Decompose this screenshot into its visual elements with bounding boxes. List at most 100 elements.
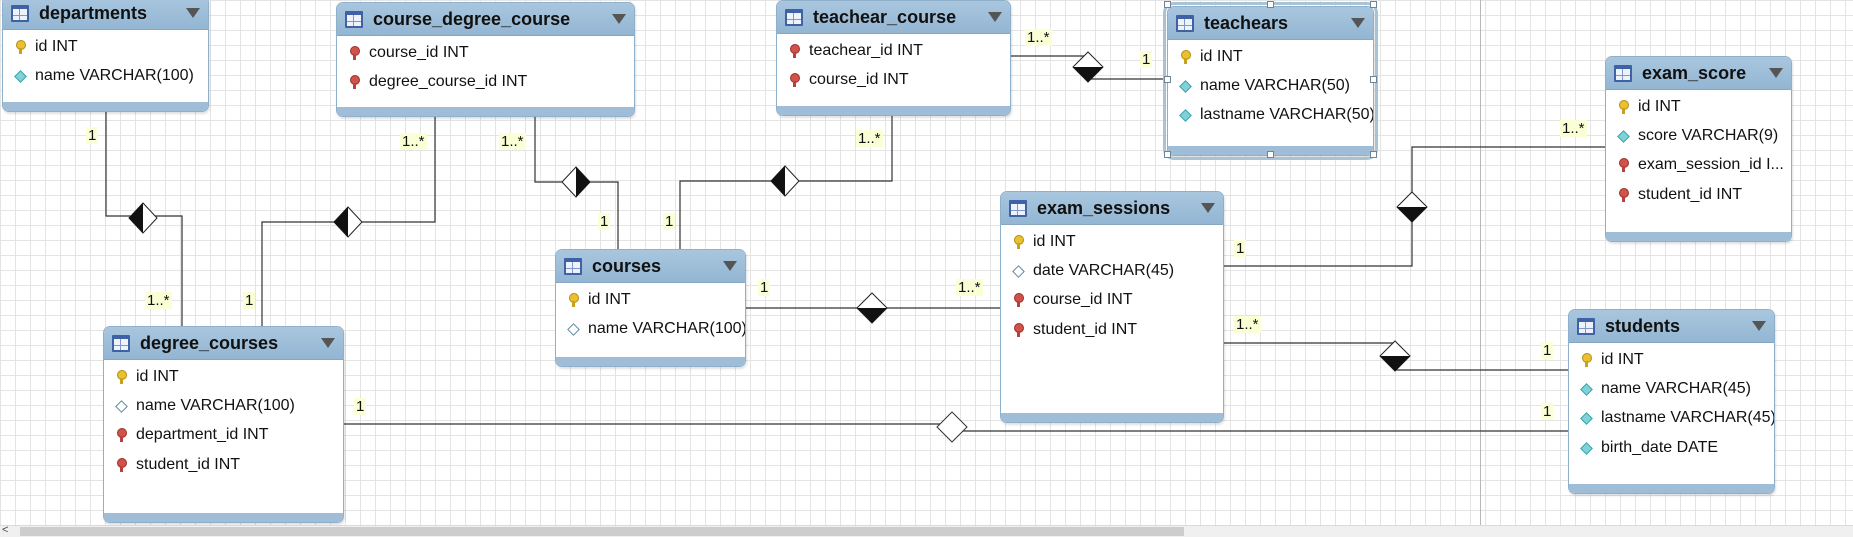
column-row[interactable]: degree_course_id INT	[337, 67, 634, 96]
column-icon	[1178, 79, 1192, 93]
primary-key-icon	[566, 292, 580, 307]
resize-handle[interactable]	[1370, 151, 1377, 158]
collapse-arrow-icon[interactable]	[988, 12, 1002, 22]
table-header[interactable]: course_degree_course	[337, 3, 634, 36]
column-row[interactable]: id INT	[1001, 227, 1223, 256]
resize-handle[interactable]	[1370, 76, 1377, 83]
column-row[interactable]: name VARCHAR(100)	[104, 391, 343, 420]
table-footer	[104, 513, 343, 522]
table-title: teachear_course	[813, 6, 957, 27]
collapse-arrow-icon[interactable]	[723, 261, 737, 271]
table-degree-courses[interactable]: degree_courses id INT name VARCHAR(100) …	[103, 326, 344, 523]
column-row[interactable]: id INT	[1168, 42, 1373, 71]
column-name: exam_session_id I...	[1638, 156, 1784, 174]
column-name: degree_course_id INT	[369, 73, 528, 91]
column-row[interactable]: date VARCHAR(45)	[1001, 256, 1223, 285]
table-icon	[11, 4, 29, 22]
table-footer	[3, 102, 208, 111]
table-header[interactable]: teachear_course	[777, 1, 1010, 34]
column-row[interactable]: teachear_id INT	[777, 36, 1010, 65]
table-header[interactable]: departments	[3, 0, 208, 30]
table-header[interactable]: teachears	[1168, 7, 1373, 40]
column-row[interactable]: score VARCHAR(9)	[1606, 121, 1791, 150]
table-title: degree_courses	[140, 332, 279, 353]
column-name: course_id INT	[809, 71, 909, 89]
resize-handle[interactable]	[1164, 1, 1171, 8]
column-row[interactable]: id INT	[3, 32, 208, 61]
cardinality-label: 1	[1541, 403, 1554, 420]
diamond-teachear-course-teachears	[1072, 51, 1104, 83]
table-footer	[1168, 146, 1373, 155]
resize-handle[interactable]	[1164, 151, 1171, 158]
column-row[interactable]: exam_session_id I...	[1606, 151, 1791, 180]
column-name: id INT	[1638, 97, 1681, 115]
scrollbar-thumb[interactable]	[20, 527, 1184, 536]
collapse-arrow-icon[interactable]	[612, 14, 626, 24]
table-title: exam_sessions	[1037, 197, 1171, 218]
table-header[interactable]: courses	[556, 250, 745, 283]
foreign-key-icon	[114, 457, 128, 472]
column-row[interactable]: id INT	[556, 285, 745, 314]
collapse-arrow-icon[interactable]	[1201, 203, 1215, 213]
table-header[interactable]: exam_sessions	[1001, 192, 1223, 225]
resize-handle[interactable]	[1267, 151, 1274, 158]
collapse-arrow-icon[interactable]	[186, 8, 200, 18]
cardinality-label: 1..*	[499, 133, 526, 150]
column-row[interactable]: id INT	[104, 362, 343, 391]
column-row[interactable]: lastname VARCHAR(50)	[1168, 101, 1373, 130]
column-row[interactable]: name VARCHAR(100)	[556, 314, 745, 343]
column-icon	[1579, 441, 1593, 455]
column-row[interactable]: id INT	[1569, 345, 1774, 374]
column-row[interactable]: birth_date DATE	[1569, 433, 1774, 462]
table-students[interactable]: students id INT name VARCHAR(45) lastnam…	[1568, 309, 1775, 494]
column-row[interactable]: student_id INT	[1606, 180, 1791, 209]
column-name: id INT	[1601, 350, 1644, 368]
column-row[interactable]: department_id INT	[104, 421, 343, 450]
collapse-arrow-icon[interactable]	[1752, 321, 1766, 331]
diamond-exam-sessions-students	[1379, 340, 1411, 372]
column-icon	[1579, 411, 1593, 425]
column-row[interactable]: course_id INT	[1001, 286, 1223, 315]
table-exam-sessions[interactable]: exam_sessions id INT date VARCHAR(45) co…	[1000, 191, 1224, 423]
column-row[interactable]: course_id INT	[337, 38, 634, 67]
column-row[interactable]: lastname VARCHAR(45)	[1569, 404, 1774, 433]
collapse-arrow-icon[interactable]	[1769, 68, 1783, 78]
table-course-degree-course[interactable]: course_degree_course course_id INT degre…	[336, 2, 635, 117]
scroll-left-arrow-icon[interactable]: <	[2, 524, 9, 536]
column-row[interactable]: name VARCHAR(50)	[1168, 71, 1373, 100]
table-header[interactable]: degree_courses	[104, 327, 343, 360]
column-row[interactable]: student_id INT	[1001, 315, 1223, 344]
column-row[interactable]: course_id INT	[777, 65, 1010, 94]
table-icon	[112, 334, 130, 352]
table-icon	[1176, 14, 1194, 32]
diamond-departments-degree-courses	[128, 202, 158, 234]
collapse-arrow-icon[interactable]	[1351, 18, 1365, 28]
horizontal-scrollbar[interactable]: <	[0, 524, 1853, 537]
table-departments[interactable]: departments id INT name VARCHAR(100)	[2, 0, 209, 112]
table-header[interactable]: exam_score	[1606, 57, 1791, 90]
cardinality-label: 1..*	[145, 292, 172, 309]
table-title: students	[1605, 315, 1681, 336]
diamond-course-degree-course-courses	[561, 166, 591, 198]
cardinality-label: 1	[663, 213, 676, 230]
column-icon	[1616, 129, 1630, 143]
table-teachears[interactable]: teachears id INT name VARCHAR(50) lastna…	[1163, 2, 1378, 160]
cardinality-label: 1	[1140, 51, 1153, 68]
table-icon	[1577, 317, 1595, 335]
column-row[interactable]: name VARCHAR(100)	[3, 61, 208, 90]
table-teachear-course[interactable]: teachear_course teachear_id INT course_i…	[776, 0, 1011, 116]
cardinality-label: 1..*	[1234, 316, 1261, 333]
column-row[interactable]: id INT	[1606, 92, 1791, 121]
resize-handle[interactable]	[1267, 1, 1274, 8]
column-name: student_id INT	[1033, 320, 1138, 338]
resize-handle[interactable]	[1164, 76, 1171, 83]
foreign-key-icon	[1616, 158, 1630, 173]
resize-handle[interactable]	[1370, 1, 1377, 8]
table-header[interactable]: students	[1569, 310, 1774, 343]
table-courses[interactable]: courses id INT name VARCHAR(100)	[555, 249, 746, 367]
table-exam-score[interactable]: exam_score id INT score VARCHAR(9) exam_…	[1605, 56, 1792, 242]
column-row[interactable]: student_id INT	[104, 450, 343, 479]
column-row[interactable]: name VARCHAR(45)	[1569, 374, 1774, 403]
collapse-arrow-icon[interactable]	[321, 338, 335, 348]
